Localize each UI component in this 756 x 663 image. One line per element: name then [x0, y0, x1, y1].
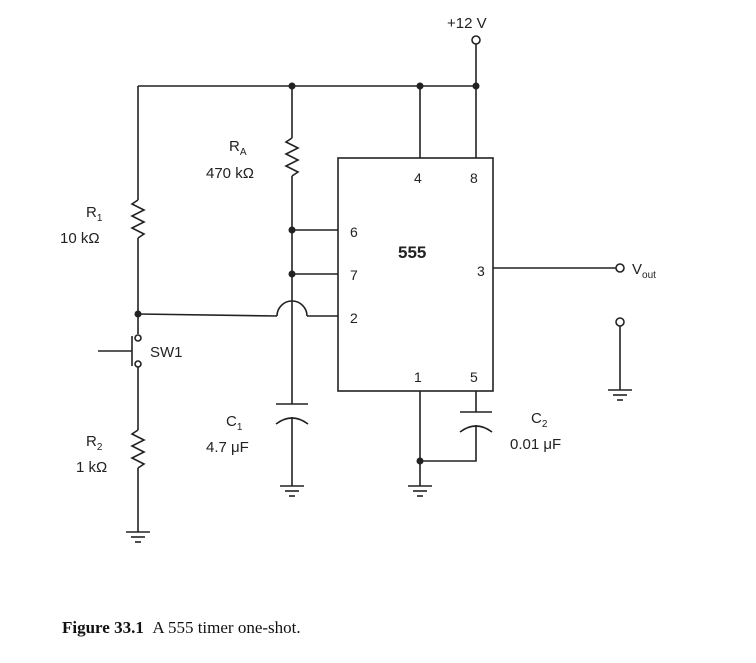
- r1-value: 10 kΩ: [60, 230, 100, 247]
- pin1-label: 1: [414, 369, 422, 385]
- c2-bottom-lead: [420, 425, 477, 462]
- ic-555-body: [337, 157, 494, 392]
- pin3-label: 3: [477, 263, 485, 279]
- output-terminal: [615, 263, 625, 273]
- r2-name: R2: [86, 433, 103, 453]
- sw1-label: SW1: [150, 344, 183, 361]
- supply-terminal: [471, 35, 481, 45]
- trigger-wire-left: [137, 313, 278, 317]
- pin6-label: 6: [350, 224, 358, 240]
- ic-name: 555: [398, 243, 426, 262]
- c1-value: 4.7 μF: [206, 439, 249, 456]
- pin2-label: 2: [350, 310, 358, 326]
- output-label: Vout: [632, 261, 656, 281]
- pin7-label: 7: [350, 267, 358, 283]
- supply-label: +12 V: [447, 15, 487, 32]
- figure-number: Figure 33.1: [62, 618, 144, 637]
- ground-output-icon: [608, 389, 632, 401]
- resistor-r2: [130, 429, 146, 469]
- ra-value: 470 kΩ: [206, 165, 254, 182]
- ground-ic-icon: [408, 485, 432, 497]
- figure-caption: Figure 33.1 A 555 timer one-shot.: [62, 618, 301, 638]
- pin5-label: 5: [470, 369, 478, 385]
- resistor-r1: [130, 199, 146, 239]
- resistor-ra: [284, 137, 300, 177]
- r2-value: 1 kΩ: [76, 459, 107, 476]
- ra-name: RA: [229, 138, 247, 158]
- ground-r2-icon: [126, 531, 150, 543]
- sw1-contact-top: [134, 334, 142, 342]
- c2-value: 0.01 μF: [510, 436, 561, 453]
- pin8-label: 8: [470, 170, 478, 186]
- r1-name: R1: [86, 204, 103, 224]
- pin4-label: 4: [414, 170, 422, 186]
- ground-c1-icon: [280, 485, 304, 497]
- c2-name: C2: [531, 410, 548, 430]
- output-ground-terminal: [615, 317, 625, 327]
- c1-name: C1: [226, 413, 243, 433]
- figure-text: A 555 timer one-shot.: [152, 618, 301, 637]
- sw1-contact-bottom: [134, 360, 142, 368]
